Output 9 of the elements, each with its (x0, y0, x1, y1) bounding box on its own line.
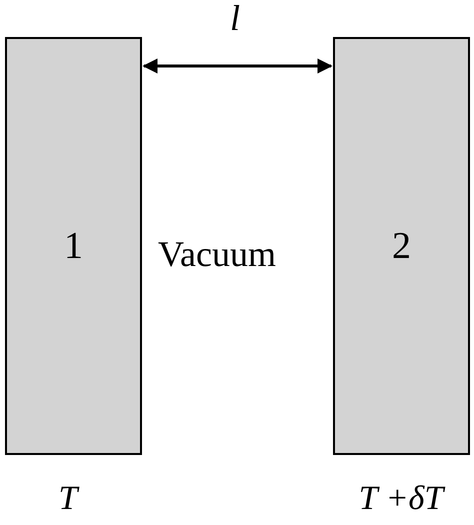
plate (5, 37, 142, 455)
plate-number: 1 (64, 224, 83, 268)
temperature-label: T (58, 482, 78, 516)
double-arrow (142, 58, 332, 74)
plate (333, 37, 470, 455)
temperature-label: T +δT (358, 482, 444, 516)
edge-label: l (230, 0, 240, 36)
plate-number: 2 (392, 224, 411, 268)
region-label: Vacuum (158, 236, 276, 272)
